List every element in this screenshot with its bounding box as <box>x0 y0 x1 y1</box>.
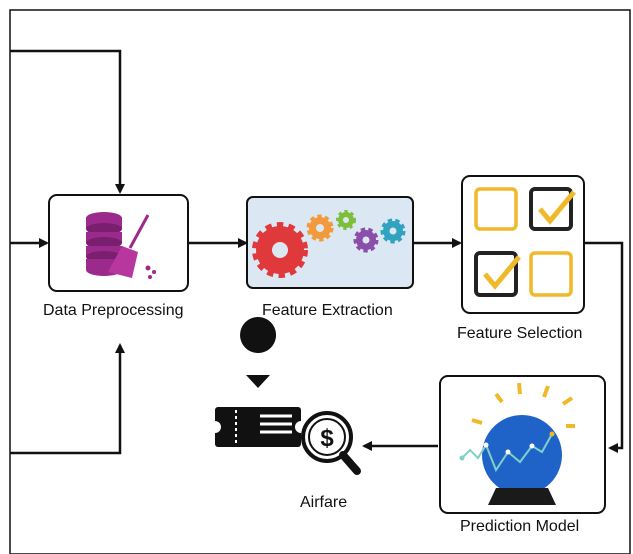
arrow-selection-to-model <box>584 241 624 453</box>
checkboxes-icon <box>474 187 576 297</box>
bottom-feedback-arrow <box>10 343 125 455</box>
model-label: Prediction Model <box>460 518 580 535</box>
extraction-label: Feature Extraction <box>262 302 393 319</box>
selection-label: Feature Selection <box>457 325 583 342</box>
page-border <box>9 9 631 554</box>
plane-ticket-search-icon: $ <box>209 317 361 475</box>
selection-box <box>461 175 585 314</box>
gears-icon <box>252 210 406 278</box>
crystal-ball-icon <box>459 382 575 505</box>
preprocessing-label: Data Preprocessing <box>43 302 184 319</box>
database-broom-icon <box>86 212 156 279</box>
svg-text:$: $ <box>320 425 334 452</box>
airfare-label: Airfare <box>300 494 348 511</box>
top-feedback-arrow <box>10 49 125 194</box>
